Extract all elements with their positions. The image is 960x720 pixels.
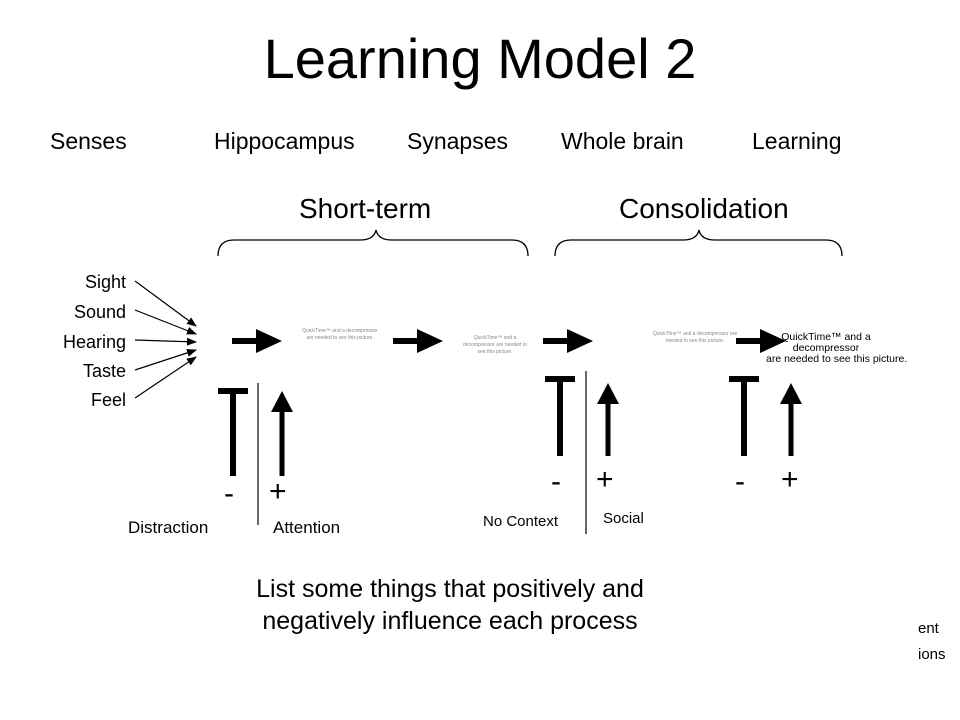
inhibitor-promoter-marks [218, 371, 802, 534]
sense-taste: Taste [82, 361, 126, 381]
stage-hippocampus: Hippocampus [214, 128, 355, 154]
stage-whole-brain: Whole brain [561, 128, 684, 154]
consolidation-brace [554, 229, 843, 257]
stage-learning: Learning [752, 128, 842, 154]
plus-sign: + [596, 463, 614, 496]
prompt-line-1: List some things that positively and [256, 575, 644, 603]
minus-sign: - [224, 477, 234, 510]
quicktime-text-line1: QuickTime™ and a [781, 331, 871, 343]
factor-attention: Attention [273, 518, 341, 534]
prompt-line-2: negatively influence each process [262, 607, 638, 635]
quicktime-placeholder-3: QuickTime™ and a decompressor are needed… [652, 331, 738, 344]
stage-synapses: Synapses [407, 128, 509, 154]
factor-social: Social [603, 510, 644, 527]
sense-feel: Feel [90, 390, 126, 410]
sense-sound: Sound [73, 302, 126, 322]
plus-sign: + [781, 463, 799, 496]
quicktime-placeholder-2: QuickTime™ and a decompressor are needed… [463, 335, 527, 355]
plus-sign: + [269, 475, 287, 508]
discussion-prompt: List some things that positively and neg… [150, 573, 750, 637]
phase-short-term: Short-term [299, 193, 432, 224]
edge-text-1: ent [918, 620, 939, 637]
quicktime-placeholder-4: QuickTime™ and a decompressor are needed… [766, 331, 908, 365]
quicktime-text-line3: are needed to see this picture. [766, 353, 908, 365]
minus-sign: - [735, 465, 745, 498]
sense-arrows [134, 280, 197, 399]
edge-text-2: ions [918, 646, 946, 663]
factor-no-context: No Context [483, 513, 559, 530]
sense-hearing: Hearing [62, 332, 126, 352]
minus-sign: - [551, 465, 561, 498]
phase-consolidation: Consolidation [619, 193, 789, 224]
stage-senses: Senses [50, 128, 127, 154]
page-title: Learning Model 2 [263, 27, 697, 90]
factor-distraction: Distraction [128, 518, 209, 534]
sense-sight: Sight [84, 272, 126, 292]
short-term-brace [217, 229, 529, 257]
flow-arrows [232, 329, 786, 353]
quicktime-text-line2: decompressor [792, 342, 860, 354]
quicktime-placeholder-1: QuickTime™ and a decompressor are needed… [302, 328, 378, 341]
